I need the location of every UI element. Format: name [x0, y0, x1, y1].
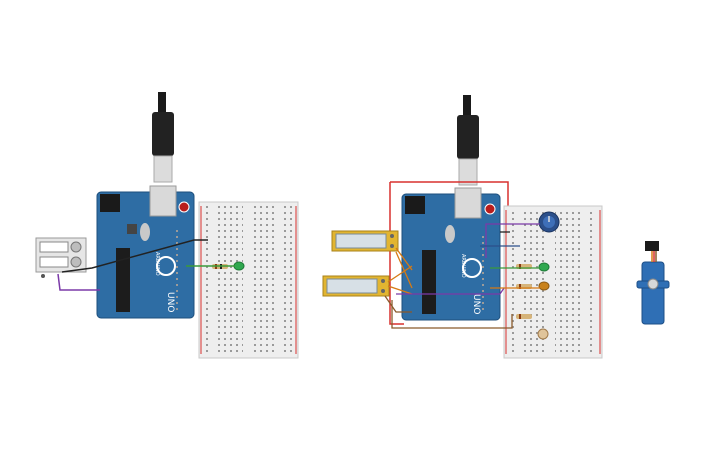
lcd-module-2[interactable] — [322, 275, 390, 297]
led-green-1[interactable] — [233, 261, 245, 271]
breadboard-1[interactable] — [198, 201, 299, 359]
led-green-2[interactable] — [538, 262, 550, 272]
potentiometer[interactable] — [538, 211, 560, 233]
usb-cable-1[interactable] — [152, 92, 174, 183]
arduino-1-brand-label: ARDUINO — [154, 252, 160, 276]
resistor-4[interactable] — [516, 314, 532, 319]
photoresistor[interactable] — [537, 328, 549, 340]
arduino-uno-1[interactable]: UNO ARDUINO — [96, 185, 195, 319]
wires-left — [57, 239, 235, 291]
lcd-module-1[interactable] — [331, 230, 399, 252]
led-orange[interactable] — [538, 281, 550, 291]
usb-cable-2[interactable] — [457, 95, 479, 186]
arduino-2-brand-label: ARDUINO — [460, 254, 466, 278]
wires-lcd — [384, 247, 513, 329]
servo-motor[interactable] — [636, 241, 670, 325]
arduino-2-uno-label: UNO — [471, 294, 481, 314]
arduino-1-uno-label: UNO — [165, 292, 175, 312]
ultrasonic-sensor[interactable] — [35, 237, 87, 278]
arduino-uno-2[interactable]: UNO ARDUINO — [401, 187, 501, 321]
wire-pot-purple — [485, 223, 540, 258]
